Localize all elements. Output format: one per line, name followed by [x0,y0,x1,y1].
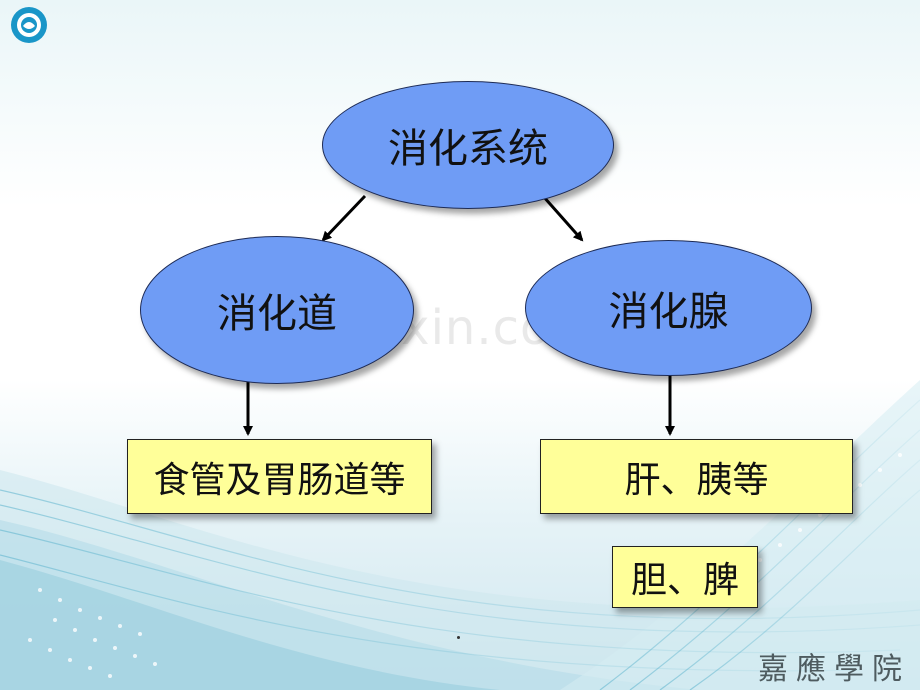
extra-leaf-label: 胆、脾 [630,560,739,601]
footer-logo-text: 嘉應學院 [758,652,910,687]
extra-leaf-box: 胆、脾 [612,546,758,608]
node-digestive-tract-label: 消化道 [217,291,337,337]
leaf-tract-label: 食管及胃肠道等 [153,459,406,501]
leaf-glands-label: 肝、胰等 [624,459,769,501]
school-emblem-icon [11,7,47,43]
arrow-root-to-left [321,194,367,242]
slide-marker-dot [457,636,460,639]
node-root-label: 消化系统 [388,126,548,172]
leaf-glands-box: 肝、胰等 [540,439,853,514]
arrow-root-to-right [541,195,584,242]
node-root: 消化系统 [322,81,614,209]
node-digestive-tract: 消化道 [140,236,414,384]
node-digestive-glands-label: 消化腺 [608,289,729,335]
leaf-tract-box: 食管及胃肠道等 [127,439,432,514]
node-digestive-glands: 消化腺 [525,240,812,376]
